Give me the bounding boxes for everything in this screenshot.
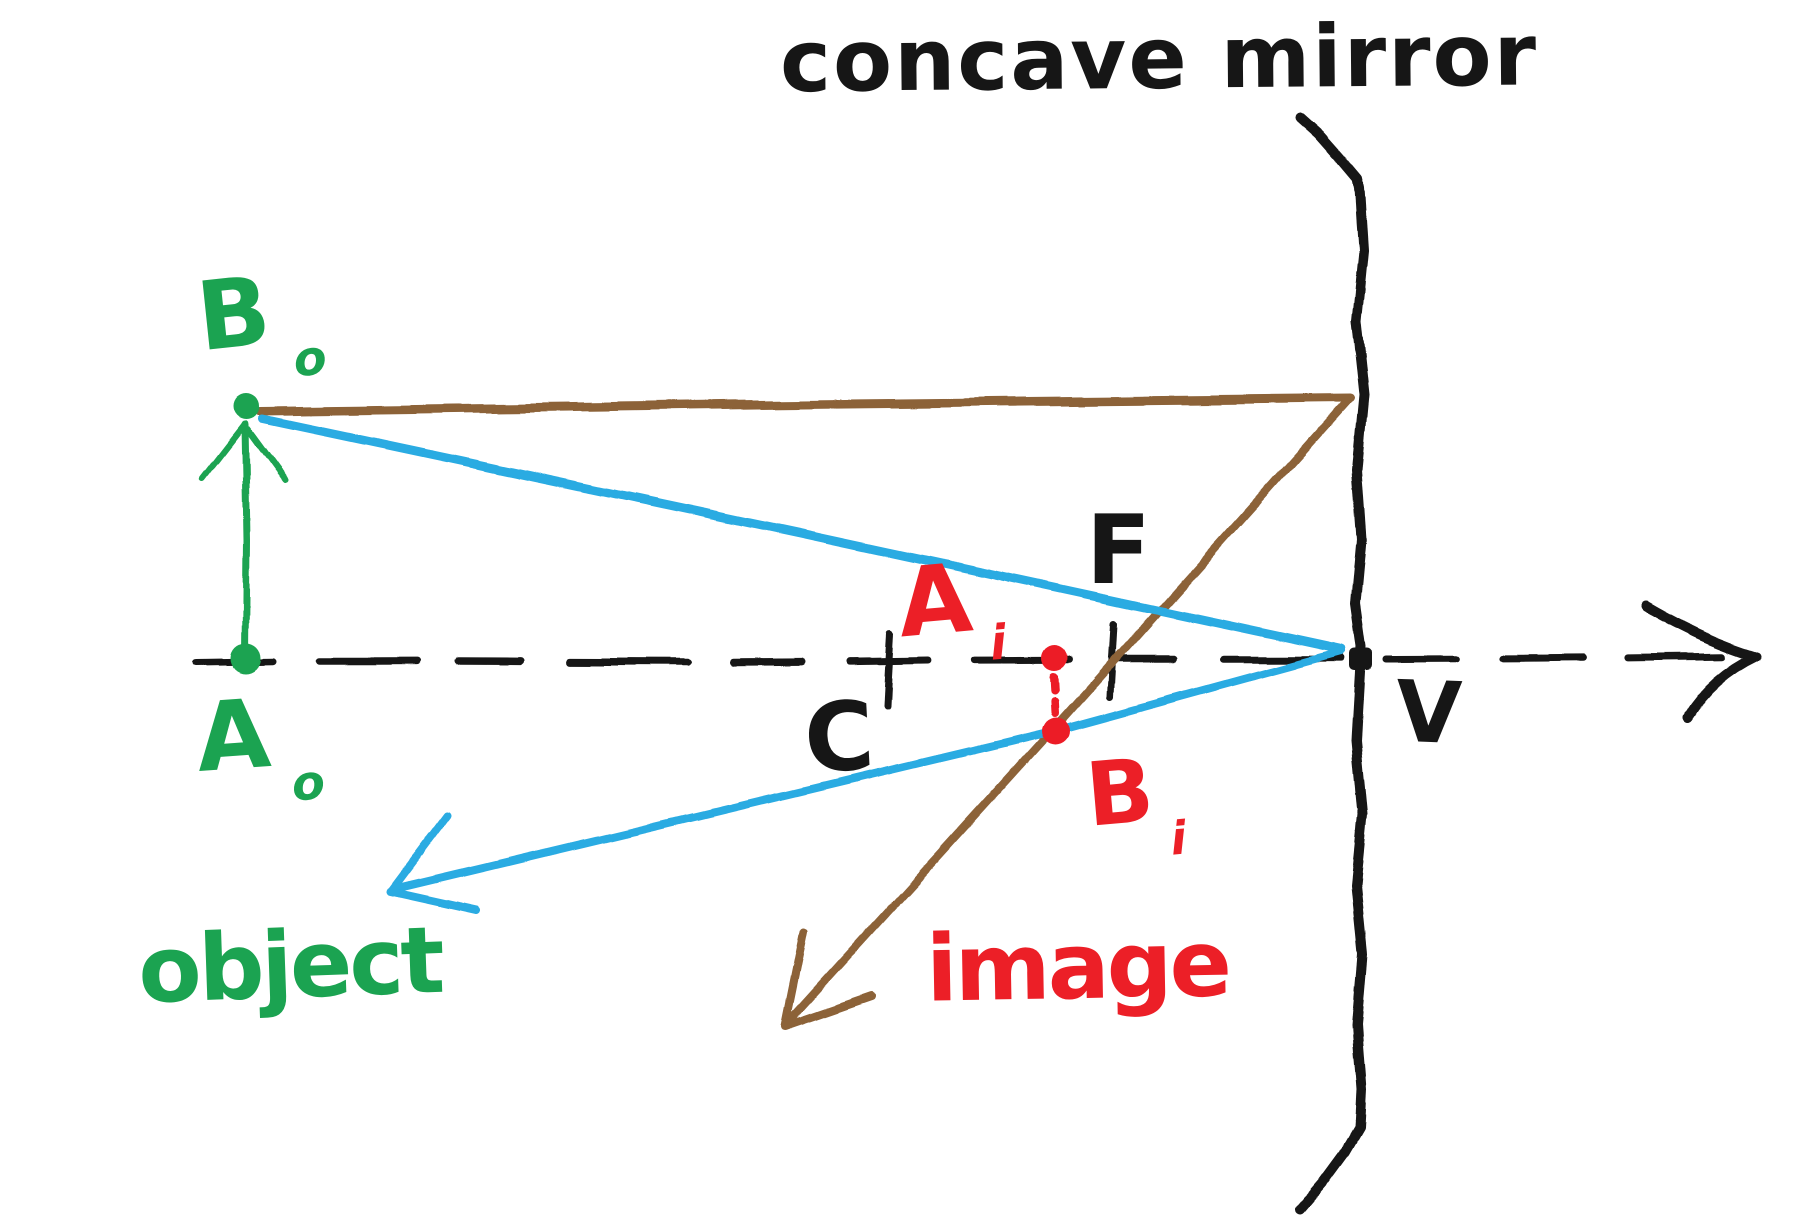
object-top-label-subscript: o (291, 329, 330, 388)
object-bottom-label: A (193, 679, 274, 794)
image-top-label: A (893, 543, 976, 659)
image-bottom-point-dot (1042, 717, 1070, 745)
image-bottom-label: B (1082, 738, 1158, 846)
focal-point-label: F (1086, 496, 1151, 606)
diagram-title: concave mirror (780, 6, 1539, 113)
parallel-ray-incident (256, 393, 1355, 416)
image-top-point-dot (1041, 645, 1067, 671)
image-height-dashed-line (1049, 672, 1059, 718)
image-bottom-label-subscript: i (1168, 810, 1190, 865)
center-of-curvature-label: C (802, 681, 877, 794)
object-caption: object (136, 907, 444, 1025)
brown-ray-arrowhead (781, 928, 876, 1030)
optical-axis-line (192, 652, 1746, 667)
object-arrow-shaft (241, 420, 251, 660)
vertex-point-dot (1349, 647, 1372, 670)
object-bottom-label-subscript: o (290, 754, 327, 812)
object-arrowhead (200, 422, 288, 484)
object-top-point-dot (233, 393, 259, 419)
object-bottom-point-dot (231, 644, 261, 674)
center-of-curvature-tick (883, 630, 895, 710)
vertex-label: V (1394, 663, 1463, 764)
image-caption: image (925, 910, 1230, 1022)
image-top-label-subscript: i (988, 614, 1010, 671)
object-top-label: B (192, 256, 276, 373)
blue-ray-arrowhead (387, 811, 481, 914)
axis-arrowhead (1641, 601, 1762, 722)
vertex-ray-incident (258, 414, 1347, 655)
